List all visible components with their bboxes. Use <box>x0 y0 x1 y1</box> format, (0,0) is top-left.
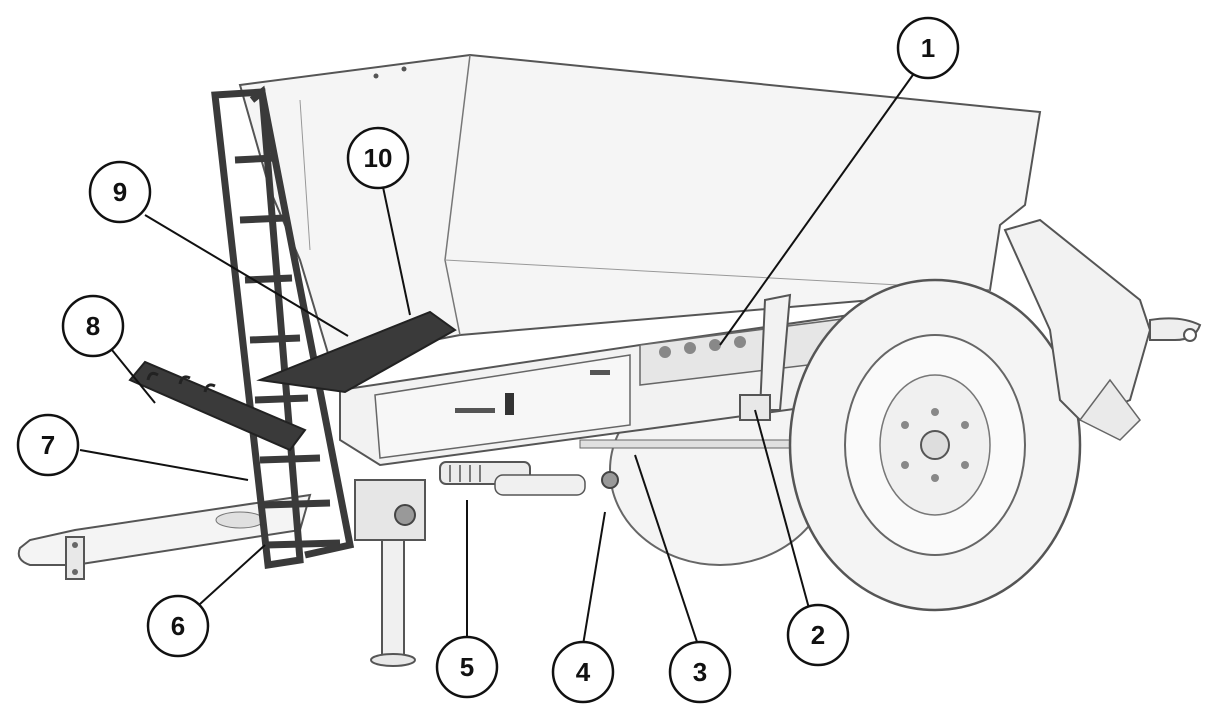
callout-label-10: 10 <box>364 143 393 173</box>
callout-5: 5 <box>435 635 499 699</box>
callout-label-5: 5 <box>460 652 474 682</box>
spreader-unit <box>1003 218 1202 441</box>
callout-label-7: 7 <box>41 430 55 460</box>
callout-label-8: 8 <box>86 311 100 341</box>
hopper <box>238 53 1042 362</box>
callout-6: 6 <box>146 594 210 658</box>
callout-2: 2 <box>786 603 850 667</box>
front-tyre <box>788 278 1082 612</box>
callout-label-9: 9 <box>113 177 127 207</box>
callout-7: 7 <box>16 413 80 477</box>
drawbar <box>17 493 312 580</box>
leader-lines <box>79 71 916 646</box>
callout-label-4: 4 <box>576 657 591 687</box>
hitch-mechanism <box>354 471 619 541</box>
support-leg <box>370 539 416 667</box>
callout-label-6: 6 <box>171 611 185 641</box>
callout-9: 9 <box>88 160 152 224</box>
drive-shaft <box>439 439 811 496</box>
callout-label-1: 1 <box>921 33 935 63</box>
callout-3: 3 <box>668 640 732 704</box>
callout-8: 8 <box>61 294 125 358</box>
hose-holder <box>128 360 307 452</box>
callout-4: 4 <box>551 640 615 704</box>
callout-10: 10 <box>346 126 410 190</box>
platform <box>256 310 457 394</box>
callout-1: 1 <box>896 16 960 80</box>
callout-label-2: 2 <box>811 620 825 650</box>
callout-label-3: 3 <box>693 657 707 687</box>
control-lever <box>739 293 792 421</box>
chassis-frame <box>339 313 861 467</box>
